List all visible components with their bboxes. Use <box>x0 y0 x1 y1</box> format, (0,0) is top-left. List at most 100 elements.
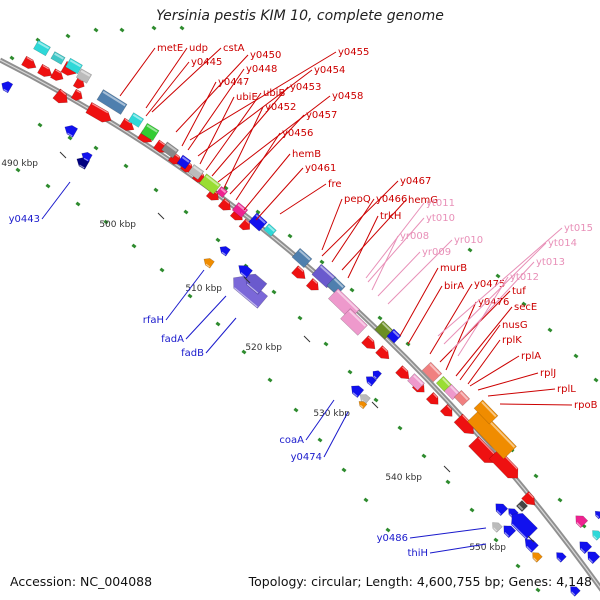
gene-label-text: yt015 <box>564 223 593 234</box>
gene-label-text: y0474 <box>291 452 322 463</box>
forward-gene-feature <box>425 391 439 405</box>
forward-gene-label: y0447 <box>181 77 249 147</box>
gene-feature-box <box>198 173 222 195</box>
reverse-gene-feature <box>372 370 382 380</box>
forward-gene-label: y0455 <box>189 47 369 141</box>
guide-dot <box>293 407 299 413</box>
forward-gene-label: hemG <box>341 195 438 271</box>
gene-label-text: coaA <box>279 435 304 446</box>
guide-dot <box>215 237 221 243</box>
guide-dot <box>493 537 499 543</box>
gene-label-text: y0454 <box>314 65 345 76</box>
guide-dot <box>75 201 81 207</box>
forward-gene-label: ubiE <box>199 92 258 165</box>
tick-label: 490 kbp <box>1 159 38 169</box>
rna-gene-label: yt013 <box>451 257 565 351</box>
forward-gene-label: y0453 <box>211 82 321 177</box>
gene-label-text: y0447 <box>218 77 249 88</box>
guide-dot <box>179 25 185 31</box>
guide-dot <box>593 377 599 383</box>
gene-label-text: rplJ <box>540 368 556 379</box>
forward-gene-label: rpoB <box>499 400 598 411</box>
reverse-gene-feature <box>64 125 79 138</box>
reverse-gene-feature <box>508 508 519 519</box>
reverse-gene-feature <box>556 552 567 563</box>
gene-label-text: rpoB <box>574 400 598 411</box>
tick-label: 530 kbp <box>313 409 350 419</box>
reverse-gene-label: y0443 <box>9 181 71 225</box>
forward-gene-label: fre <box>279 179 342 215</box>
forward-gene-feature <box>85 101 112 123</box>
gene-label-text: fre <box>328 179 342 190</box>
forward-gene-label: nusG <box>459 320 528 381</box>
gene-label-text: y0453 <box>290 82 321 93</box>
gene-label-text: tuf <box>512 286 526 297</box>
forward-gene-feature <box>291 265 306 279</box>
gene-label-text: cstA <box>223 43 245 54</box>
gene-label-text: y0448 <box>246 64 277 75</box>
gene-label-text: yt011 <box>426 198 455 209</box>
reverse-gene-feature <box>203 258 215 269</box>
forward-gene-label: y0475 <box>429 279 505 355</box>
guide-dot <box>397 425 403 431</box>
reverse-gene-feature <box>238 265 253 279</box>
forward-gene-feature <box>439 403 453 417</box>
gene-feature-box <box>50 51 66 65</box>
reverse-gene-feature <box>515 499 529 513</box>
reverse-gene-label: thiH <box>407 543 487 559</box>
guide-dot <box>151 25 157 31</box>
forward-gene-feature <box>217 197 231 211</box>
guide-dot <box>421 453 427 459</box>
guide-dot <box>319 259 325 265</box>
guide-dot <box>373 397 379 403</box>
gene-label-text: yt013 <box>536 257 565 268</box>
gene-label-text: y0457 <box>306 110 337 121</box>
guide-dot <box>271 289 277 295</box>
gene-feature-box <box>33 39 51 57</box>
gene-label-text: y0456 <box>282 128 313 139</box>
gene-label-text: murB <box>440 263 467 274</box>
gene-feature-box <box>473 399 499 425</box>
rna-gene-label: yt015 <box>437 223 593 337</box>
forward-gene-label: ubiB <box>205 88 285 171</box>
forward-gene-feature <box>49 68 64 81</box>
gene-label-text: y0450 <box>250 50 281 61</box>
reverse-gene-feature <box>575 515 589 529</box>
guide-dot <box>37 122 43 128</box>
tick-label: 500 kbp <box>99 220 136 230</box>
gene-feature-box <box>216 186 228 198</box>
gene-label-text: yr008 <box>400 231 429 242</box>
forward-gene-label: y0457 <box>229 110 337 195</box>
forward-gene-label: rplK <box>467 335 522 385</box>
rna-gene-label: yt010 <box>367 213 455 283</box>
guide-dot <box>521 301 527 307</box>
forward-gene-label: y0476 <box>445 297 509 371</box>
guide-dot <box>317 437 323 443</box>
forward-gene-label: y0466 <box>331 194 407 263</box>
gene-feature-box <box>161 141 179 159</box>
forward-gene-label: murB <box>399 263 467 337</box>
reverse-gene-label: coaA <box>279 399 335 446</box>
reverse-gene-feature <box>351 385 365 399</box>
guide-dot <box>495 273 501 279</box>
forward-gene-feature <box>468 435 495 464</box>
gene-label-text: thiH <box>407 548 428 559</box>
gene-label-text: udp <box>189 43 208 54</box>
guide-dot <box>215 321 221 327</box>
forward-gene-feature <box>70 88 83 101</box>
gene-label-text: y0467 <box>400 176 431 187</box>
forward-gene-label: y0454 <box>197 65 345 157</box>
gene-label-text: hemB <box>292 149 321 160</box>
guide-dot <box>93 27 99 33</box>
guide-dot <box>241 349 247 355</box>
guide-dot <box>45 183 51 189</box>
forward-gene-feature <box>37 63 53 77</box>
tick-label: 510 kbp <box>185 284 222 294</box>
guide-dot <box>131 243 137 249</box>
reverse-gene-label: fadB <box>181 317 237 359</box>
gene-feature-box <box>127 112 145 128</box>
map-title: Yersinia pestis KIM 10, complete genome <box>156 8 444 24</box>
accession-text: Accession: NC_004088 <box>10 574 153 589</box>
gene-feature-box <box>75 68 93 84</box>
